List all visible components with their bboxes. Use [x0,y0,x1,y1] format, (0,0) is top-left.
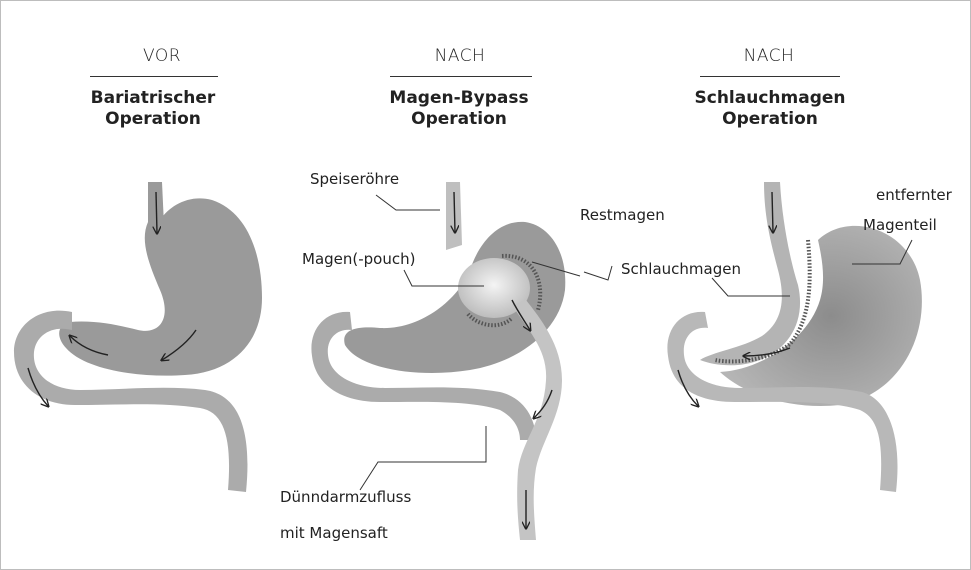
label-duenndarm-line1: Dünndarmzufluss [280,488,411,506]
label-entfernter-line1: entfernter [876,186,952,204]
label-restmagen: Restmagen [580,206,665,224]
stomach-before [14,182,262,492]
removed-stomach-part [720,226,922,406]
label-schlauchmagen: Schlauchmagen [621,260,741,278]
label-speiseroehre: Speiseröhre [310,170,399,188]
stomach-bypass [311,182,612,540]
label-entfernter-line2: Magenteil [863,216,937,234]
label-magen-pouch: Magen(-pouch) [302,250,415,268]
label-duenndarm-line2: mit Magensaft [280,524,388,542]
